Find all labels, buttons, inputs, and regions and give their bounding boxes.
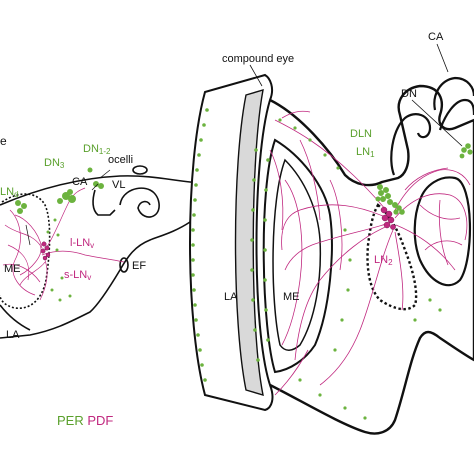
label-dn: DN xyxy=(401,88,417,100)
left-pdf-arbors xyxy=(2,187,125,301)
ef-shape xyxy=(119,257,129,273)
legend-per: PER xyxy=(57,413,84,428)
right-medulla-outer xyxy=(262,138,333,374)
left-lnv-cells xyxy=(40,241,51,261)
left-lamina-line xyxy=(0,304,31,331)
central-oval xyxy=(413,176,471,287)
label-left-me: ME xyxy=(4,263,21,275)
label-left-la: LA xyxy=(6,329,20,341)
label-left-ca: CA xyxy=(72,176,88,188)
label-right-la: LA xyxy=(224,291,238,303)
left-per-neurons xyxy=(15,167,104,302)
legend: PER PDF xyxy=(57,413,113,428)
lobula-dotted-outline xyxy=(366,203,418,311)
label-vl: VL xyxy=(112,179,126,191)
right-per-clusters xyxy=(375,143,473,215)
legend-pdf: PDF xyxy=(87,413,114,428)
label-dn3: DN3 xyxy=(44,157,65,170)
left-label-leaders xyxy=(25,224,31,246)
label-l-lnv: l-LNv xyxy=(70,237,95,250)
right-medulla-inner xyxy=(272,158,322,351)
label-ocelli: ocelli xyxy=(108,154,134,166)
right-pdf-arbors xyxy=(269,110,471,396)
left-medulla-outline xyxy=(0,193,51,309)
mb-curl-2 xyxy=(119,187,160,218)
label-lnd: LNd xyxy=(0,186,19,199)
label-ln2: LN2 xyxy=(374,254,393,267)
mb-curl-1 xyxy=(92,189,116,216)
label-ef: EF xyxy=(132,260,147,272)
label-ln1: LN1 xyxy=(356,146,375,159)
right-per-glia-dots xyxy=(191,108,442,420)
label-dln: DLN xyxy=(350,128,373,140)
ocelli-shape xyxy=(132,165,148,175)
right-leader-lines xyxy=(249,43,463,147)
label-e: e xyxy=(0,134,7,148)
label-compound-eye: compound eye xyxy=(222,53,295,65)
label-s-lnv: s-LNv xyxy=(64,269,92,282)
right-brain-outline xyxy=(269,84,474,435)
left-leader-lines xyxy=(91,169,111,191)
ln2-cells xyxy=(380,206,396,230)
right-lamina-grey-band xyxy=(234,89,264,396)
label-right-ca: CA xyxy=(428,31,444,43)
label-dn12: DN1-2 xyxy=(83,143,111,156)
label-right-me: ME xyxy=(283,291,300,303)
